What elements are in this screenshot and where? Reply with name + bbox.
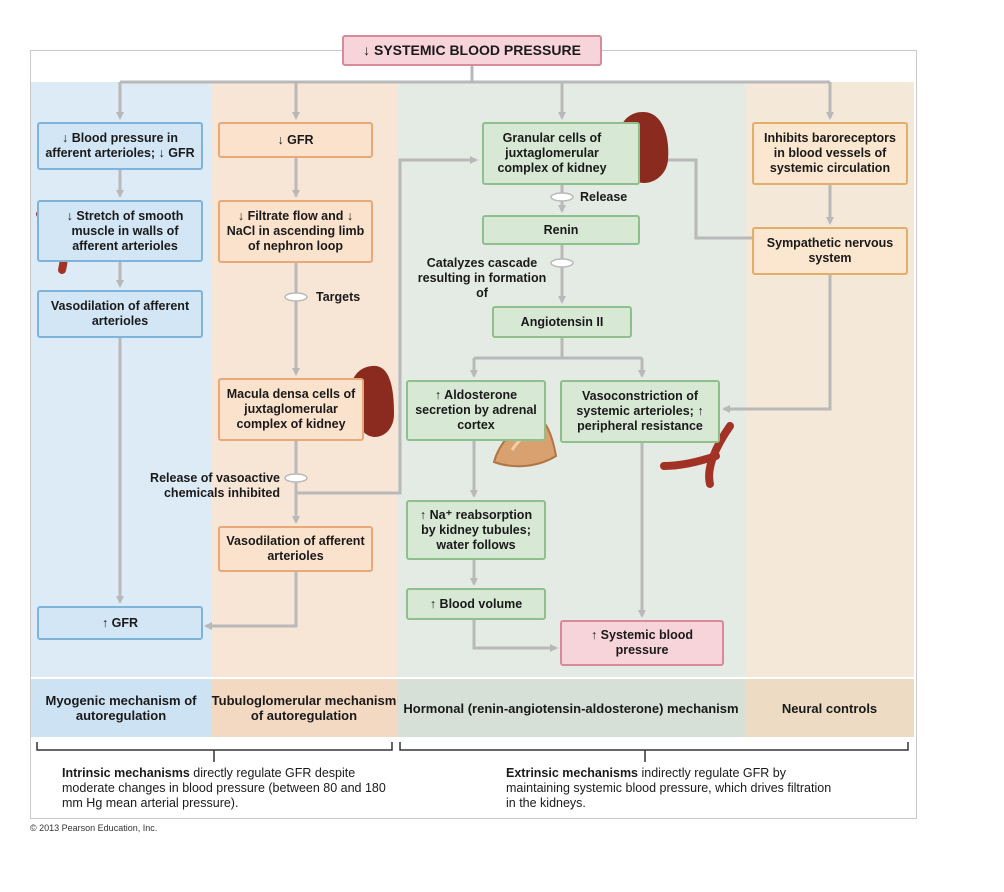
aldosterone-text: ↑ Aldosterone secretion by adrenal corte… (415, 388, 537, 432)
targets-label: Targets (316, 290, 361, 304)
aldosterone-box: ↑ Aldosterone secretion by adrenal corte… (406, 380, 546, 441)
top-branch-line (120, 66, 830, 84)
copyright: © 2013 Pearson Education, Inc. (30, 823, 158, 833)
intrinsic-text: directly regulate GFR despite moderate c… (62, 766, 386, 810)
gfr-result-text: ↑ GFR (101, 615, 139, 630)
systemic-bp-result-text: ↑ Systemic blood pressure (590, 628, 694, 657)
tubulo-box-1: ↓ GFR (218, 122, 373, 158)
granular-cells-text: Granular cells of juxtaglomerular comple… (497, 131, 607, 175)
angiotensin-text: Angiotensin II (520, 314, 604, 329)
extrinsic-bracket (399, 742, 909, 762)
tubulo-box-3: Macula densa cells of juxtaglomerular co… (218, 378, 364, 441)
na-reabsorption-text: ↑ Na⁺ reabsorption by kidney tubules; wa… (419, 507, 533, 552)
vasoconstriction-box: Vasoconstriction of systemic arterioles;… (560, 380, 720, 443)
tubulo-box-4-text: Vasodilation of afferent arterioles (226, 534, 365, 563)
tubulo-box-2-text: ↓ Filtrate flow and ↓ NaCl in ascending … (226, 209, 365, 253)
extrinsic-description: Extrinsic mechanisms indirectly regulate… (506, 766, 836, 811)
title-box: ↓ SYSTEMIC BLOOD PRESSURE (342, 35, 602, 66)
arrow-tub-to-gfr (204, 572, 298, 630)
neural-header: Neural controls (745, 679, 914, 737)
hormonal-header: Hormonal (renin-angiotensin-aldosterone)… (397, 679, 745, 737)
granular-cells-box: Granular cells of juxtaglomerular comple… (482, 122, 640, 185)
tubulo-box-1-text: ↓ GFR (277, 132, 314, 147)
extrinsic-title: Extrinsic mechanisms (506, 766, 639, 780)
arrow-release-to-granular (296, 156, 478, 495)
release-inhibited-label: Release of vasoactive chemicals inhibite… (150, 471, 280, 500)
renin-text: Renin (543, 222, 579, 237)
neural-header-text: Neural controls (781, 700, 878, 716)
arrow-volume-result (472, 620, 558, 652)
myogenic-header: Myogenic mechanism of autoregulation (31, 679, 211, 737)
sympathetic-text: Sympathetic nervous system (766, 236, 894, 265)
myogenic-box-3: Vasodilation of afferent arterioles (37, 290, 203, 338)
release-label: Release (580, 190, 628, 204)
extrinsic-text: indirectly regulate GFR by maintaining s… (506, 766, 832, 810)
arrow-sympathetic-vasocon (722, 275, 832, 413)
sympathetic-box: Sympathetic nervous system (752, 227, 908, 275)
release-marker (550, 192, 574, 202)
intrinsic-description: Intrinsic mechanisms directly regulate G… (62, 766, 402, 811)
angio-branch (474, 338, 642, 360)
cascade-label: Catalyzes cascade resulting in formation… (417, 256, 547, 300)
myogenic-box-2-text: ↓ Stretch of smooth muscle in walls of a… (66, 208, 184, 253)
angiotensin-box: Angiotensin II (492, 306, 632, 338)
intrinsic-title: Intrinsic mechanisms (62, 766, 190, 780)
gfr-result-box: ↑ GFR (37, 606, 203, 640)
inhibited-marker (284, 473, 308, 483)
intrinsic-bracket (36, 742, 393, 762)
myogenic-box-1-text: ↓ Blood pressure in afferent arterioles;… (45, 131, 195, 160)
arteriole-icon-vasocon (660, 422, 734, 488)
blood-volume-text: ↑ Blood volume (429, 596, 523, 611)
systemic-bp-result-box: ↑ Systemic blood pressure (560, 620, 724, 666)
myogenic-box-3-text: Vasodilation of afferent arterioles (50, 299, 190, 328)
tubulo-box-4: Vasodilation of afferent arterioles (218, 526, 373, 572)
tubulo-header-text: Tubuloglomerular mechanism of autoregula… (211, 693, 397, 723)
vasoconstriction-text: Vasoconstriction of systemic arterioles;… (576, 389, 704, 433)
tubulo-header: Tubuloglomerular mechanism of autoregula… (211, 679, 397, 737)
myogenic-box-1: ↓ Blood pressure in afferent arterioles;… (37, 122, 203, 170)
hormonal-header-text: Hormonal (renin-angiotensin-aldosterone)… (403, 700, 739, 716)
baroreceptors-box: Inhibits baroreceptors in blood vessels … (752, 122, 908, 185)
page-title: ↓ SYSTEMIC BLOOD PRESSURE (363, 42, 581, 58)
blood-volume-box: ↑ Blood volume (406, 588, 546, 620)
baroreceptors-text: Inhibits baroreceptors in blood vessels … (764, 131, 896, 175)
myogenic-box-2: ↓ Stretch of smooth muscle in walls of a… (37, 200, 203, 262)
renin-box: Renin (482, 215, 640, 245)
na-reabsorption-box: ↑ Na⁺ reabsorption by kidney tubules; wa… (406, 500, 546, 560)
tubulo-box-2: ↓ Filtrate flow and ↓ NaCl in ascending … (218, 200, 373, 263)
cascade-marker (550, 258, 574, 268)
tubulo-box-3-text: Macula densa cells of juxtaglomerular co… (226, 387, 356, 431)
myogenic-header-text: Myogenic mechanism of autoregulation (45, 693, 197, 723)
arrow-sympathetic-granular (644, 156, 752, 240)
targets-marker (284, 292, 308, 302)
